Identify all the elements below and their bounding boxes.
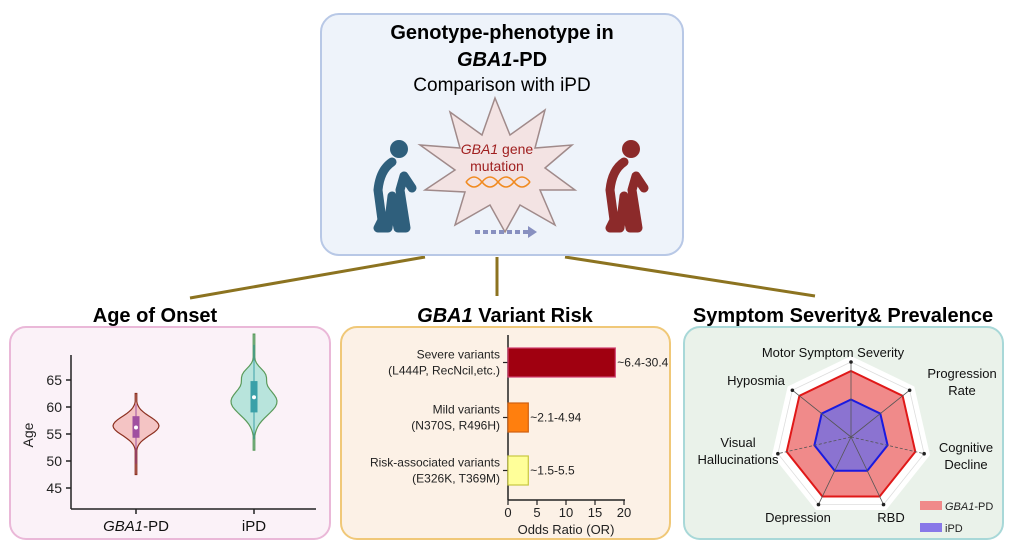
radar-axis-arrow-icon (816, 502, 821, 507)
radar-axis (850, 436, 884, 505)
legend-label-ipd: iPD (945, 523, 963, 535)
symptom-panel-title: Symptom Severity& Prevalence (693, 305, 993, 327)
star-gene-label: GBA1 gene (461, 141, 534, 157)
risk-category-label: Risk-associated variants (370, 456, 500, 470)
mutation-burst-icon (417, 95, 578, 234)
risk-category-label: Mild variants (433, 403, 500, 417)
risk-xtick-label: 10 (559, 505, 573, 520)
legend-label-gba1-pd: GBA1-PD (945, 501, 993, 513)
radar-axis-arrow-icon (881, 502, 886, 507)
radar-axis-label: Motor Symptom Severity (762, 345, 905, 360)
radar-axis (792, 389, 852, 438)
age-ytick-label: 65 (46, 372, 62, 388)
radar-axis-arrow-icon (907, 388, 912, 393)
radar-axis-label: RBD (877, 510, 904, 525)
risk-xlabel: Odds Ratio (OR) (518, 522, 615, 537)
connectors (189, 255, 816, 300)
xlabel-ipd: iPD (242, 518, 266, 535)
risk-xtick-label: 20 (617, 505, 631, 520)
risk-bar-value-label: ~6.4-30.4 (617, 356, 668, 370)
risk-category-sublabel: (N370S, R496H) (411, 419, 500, 433)
radar-axis (850, 436, 925, 455)
risk-xtick-label: 0 (504, 505, 511, 520)
risk-bar-value-label: ~1.5-5.5 (530, 464, 575, 478)
risk-xtick-label: 15 (588, 505, 602, 520)
risk-panel-title: GBA1 Variant Risk (417, 305, 594, 327)
ipd-patient-icon (373, 140, 417, 233)
radar-axis-arrow-icon (849, 360, 853, 364)
radar-axis-label: Cognitive (939, 440, 993, 455)
radar-axis-label: Hallucinations (698, 452, 779, 467)
header-title: Genotype-phenotype in (390, 22, 613, 44)
age-violin-chart: Age GBA1-PD iPD 45 50 55 60 65 (20, 333, 316, 535)
radar-axis-arrow-icon (790, 388, 795, 393)
gba1-patient-icon (605, 140, 649, 233)
radar-axis (850, 389, 910, 438)
symptom-radar-chart: Motor Symptom SeverityProgressionRateCog… (698, 345, 997, 525)
risk-category-label: Severe variants (417, 348, 500, 362)
radar-axis (777, 436, 852, 455)
radar-legend: GBA1-PD iPD (920, 501, 993, 535)
dna-icon (465, 176, 531, 188)
age-ytick-label: 55 (46, 426, 62, 442)
risk-bar (507, 402, 529, 433)
legend-swatch-gba1-pd (920, 501, 942, 510)
risk-bar (507, 347, 616, 378)
age-ytick-label: 45 (46, 480, 62, 496)
age-ylabel: Age (20, 422, 36, 447)
risk-category-sublabel: (L444P, RecNcil,etc.) (388, 364, 500, 378)
radar-axis-arrow-icon (776, 451, 780, 456)
star-mutation-label: mutation (470, 158, 524, 174)
radar-axis-label: Decline (944, 457, 987, 472)
radar-axis-label: Hyposmia (727, 373, 786, 388)
risk-bar-chart: Odds Ratio (OR) 0 5 10 15 20 ~6.4-30.4 Severe … (370, 335, 669, 537)
header-box: Genotype-phenotype in GBA1-PD Comparison… (320, 13, 684, 256)
radar-axis-label: Rate (948, 383, 975, 398)
radar-axis-label: Visual (720, 435, 755, 450)
age-ytick-label: 50 (46, 453, 62, 469)
radar-axis-label: Progression (927, 366, 996, 381)
legend-swatch-ipd (920, 523, 942, 532)
connector-left (189, 255, 426, 300)
radar-grid-ring (777, 361, 925, 506)
violin-median (134, 425, 138, 430)
risk-category-sublabel: (E326K, T369M) (412, 472, 500, 486)
risk-bar-value-label: ~2.1-4.94 (530, 411, 581, 425)
header-subtitle: Comparison with iPD (413, 75, 590, 96)
age-ytick-label: 60 (46, 399, 62, 415)
risk-panel (340, 326, 671, 540)
header-gene: GBA1-PD (457, 49, 547, 71)
violin-median (252, 395, 256, 400)
radar-axis (818, 436, 852, 505)
age-panel-title: Age of Onset (93, 305, 218, 327)
xlabel-gba1-pd: GBA1-PD (103, 518, 169, 535)
risk-bar (507, 455, 529, 486)
risk-xtick-label: 5 (533, 505, 540, 520)
connector-right (564, 255, 816, 298)
radar-axis-arrow-icon (922, 451, 926, 456)
radar-axis-label: Depression (765, 510, 831, 525)
dotted-arrow-icon (475, 226, 537, 238)
